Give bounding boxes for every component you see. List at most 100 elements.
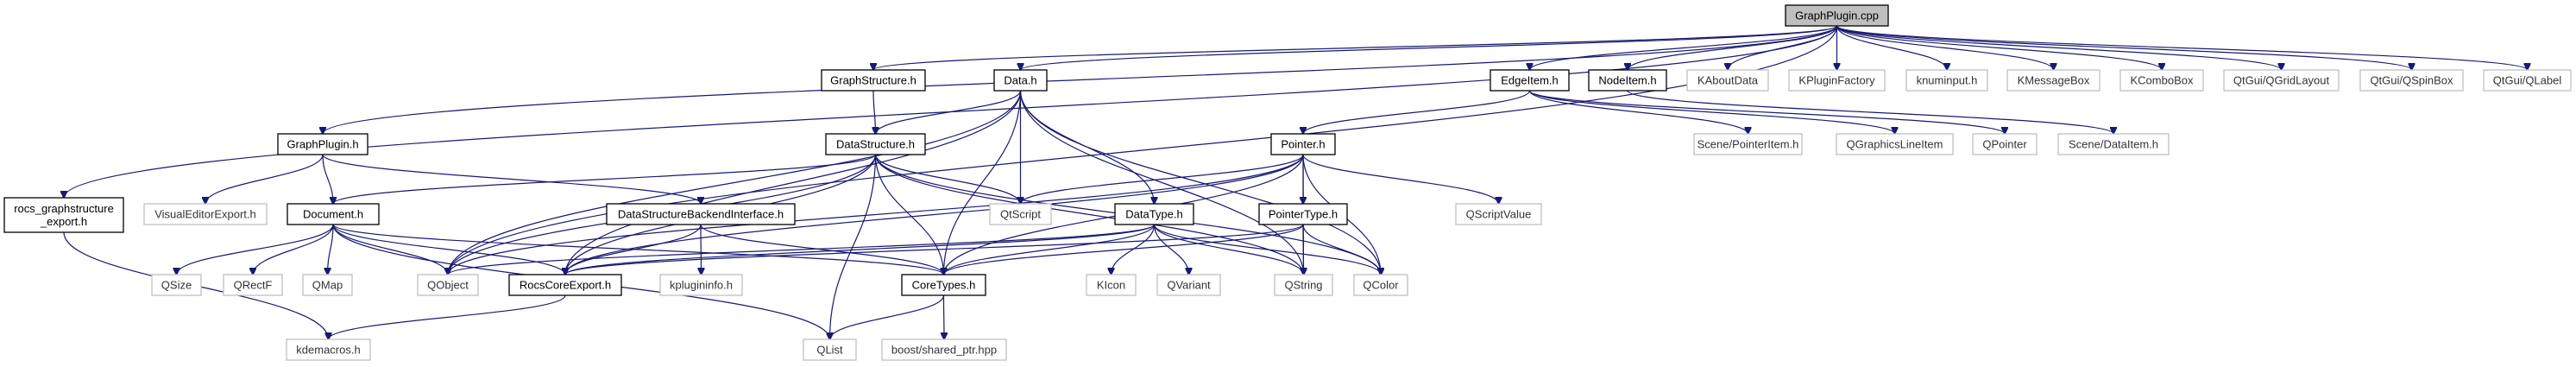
edge-document_h-to-rocscoreexport_h (332, 224, 565, 275)
node-box (286, 339, 371, 361)
node-label: GraphPlugin.cpp (1795, 9, 1879, 22)
node-box (1353, 274, 1408, 296)
node-label: QtGui/QGridLayout (2233, 74, 2330, 87)
node-label: kdemacros.h (296, 344, 360, 357)
edge-document_h-to-qrectf (253, 224, 334, 275)
edge-data_h-to-qcolor (1019, 90, 1382, 275)
node-box (2483, 69, 2572, 92)
node-nodeitem_h[interactable]: NodeItem.h (1588, 69, 1667, 92)
node-box (3, 197, 124, 233)
edge-edgeitem_h-to-pointer_h (1303, 90, 1531, 134)
node-label: GraphStructure.h (830, 74, 916, 87)
edge-pointertype_h-to-qcolor (1302, 224, 1381, 275)
edge-graphplugin_cpp-to-edgeitem_h (1530, 25, 1838, 70)
node-pointeritem_h: Scene/PointerItem.h (1693, 133, 1803, 155)
node-label: KMessageBox (2018, 74, 2090, 87)
node-label: QList (816, 344, 843, 357)
edge-datatype_h-to-kicon (1112, 224, 1156, 275)
node-label: QMap (312, 279, 343, 292)
node-qtscript: QtScript (989, 203, 1052, 225)
node-label: QVariant (1167, 279, 1211, 292)
node-label: DataStructureBackendInterface.h (618, 208, 784, 221)
node-label: QObject (427, 279, 469, 292)
node-document_h[interactable]: Document.h (287, 203, 380, 225)
node-label: QRectF (234, 279, 273, 292)
node-qrectf: QRectF (223, 274, 283, 296)
node-label: QString (1284, 279, 1322, 292)
node-box (2119, 69, 2204, 92)
node-qscriptvalue: QScriptValue (1455, 203, 1542, 225)
edge-pointertype_h-to-qstring (1303, 224, 1304, 275)
edge-document_h-to-qobject (332, 224, 448, 275)
node-dsbackend_h[interactable]: DataStructureBackendInterface.h (606, 203, 796, 225)
node-label: DataStructure.h (836, 138, 915, 151)
node-box (302, 274, 353, 296)
node-label: QSize (161, 279, 192, 292)
edge-dsbackend_h-to-rocscoreexport_h (565, 224, 702, 275)
node-label: QtScript (1000, 208, 1041, 221)
edge-graphplugin_cpp-to-kmessagebox (1836, 25, 2054, 70)
node-graphplugin_cpp[interactable]: GraphPlugin.cpp (1785, 4, 1889, 27)
node-label: _export.h (40, 215, 87, 228)
node-box (508, 274, 622, 296)
node-data_h[interactable]: Data.h (993, 69, 1048, 92)
node-pointertype_h[interactable]: PointerType.h (1258, 203, 1348, 225)
node-box (821, 69, 926, 92)
edge-document_h-to-qmap (328, 224, 334, 275)
node-datatype_h[interactable]: DataType.h (1114, 203, 1194, 225)
edge-data_h-to-coretypes_h (944, 90, 1022, 275)
node-qmap: QMap (302, 274, 353, 296)
node-label: knuminput.h (1917, 74, 1978, 87)
node-label: boost/shared_ptr.hpp (891, 344, 997, 357)
edge-datatype_h-to-qobject (448, 224, 1156, 275)
node-graphplugin_h[interactable]: GraphPlugin.h (277, 133, 368, 155)
node-label: KIcon (1097, 279, 1125, 292)
node-box (1114, 203, 1194, 225)
node-kdemacros_h: kdemacros.h (286, 339, 371, 361)
node-graphstructure_h[interactable]: GraphStructure.h (821, 69, 926, 92)
node-rocscoreexport_h[interactable]: RocsCoreExport.h (508, 274, 622, 296)
node-visualeditorexport_h: VisualEditorExport.h (143, 203, 268, 225)
node-qstring: QString (1274, 274, 1333, 296)
node-qlist: QList (803, 339, 857, 361)
node-label: QColor (1363, 279, 1399, 292)
node-coretypes_h[interactable]: CoreTypes.h (901, 274, 986, 296)
edge-document_h-to-coretypes_h (332, 224, 944, 275)
edge-graphplugin_h-to-visualeditorexport_h (205, 154, 324, 204)
edge-data_h-to-qstring (1019, 90, 1304, 275)
node-label: GraphPlugin.h (287, 138, 358, 151)
edge-datatype_h-to-qcolor (1153, 224, 1382, 275)
node-kplugininfo_h: kplugininfo.h (659, 274, 743, 296)
node-box (1972, 133, 2037, 155)
edge-dsbackend_h-to-coretypes_h (700, 224, 944, 275)
edge-datastructure_h-to-qstring (874, 154, 1304, 275)
node-qobject: QObject (417, 274, 479, 296)
node-kicon: KIcon (1086, 274, 1137, 296)
node-label: DataType.h (1125, 208, 1183, 221)
node-edgeitem_h[interactable]: EdgeItem.h (1490, 69, 1570, 92)
node-kcombobox: KComboBox (2119, 69, 2204, 92)
node-qsize: QSize (151, 274, 202, 296)
edge-pointer_h-to-qobject (448, 154, 1304, 275)
node-label: CoreTypes.h (912, 279, 976, 292)
edge-datastructure_h-to-coretypes_h (874, 154, 944, 275)
node-label: NodeItem.h (1598, 74, 1656, 87)
node-box (151, 274, 202, 296)
node-box (1156, 274, 1221, 296)
node-box (417, 274, 479, 296)
node-box (803, 339, 857, 361)
node-label: QPointer (1982, 138, 2027, 151)
edge-graphplugin_cpp-to-qobject (448, 25, 1838, 275)
node-box (1086, 274, 1137, 296)
node-box (1258, 203, 1348, 225)
node-label: RocsCoreExport.h (520, 279, 611, 292)
node-box (2006, 69, 2100, 92)
node-pointer_h[interactable]: Pointer.h (1270, 133, 1336, 155)
node-datastructure_h[interactable]: DataStructure.h (825, 133, 926, 155)
node-shared_ptr_hpp: boost/shared_ptr.hpp (881, 339, 1007, 361)
node-box (606, 203, 796, 225)
node-box (989, 203, 1052, 225)
node-rocs_export_h[interactable]: rocs_graphstructure_export.h (3, 197, 124, 233)
edge-graphplugin_cpp-to-data_h (1021, 25, 1838, 70)
